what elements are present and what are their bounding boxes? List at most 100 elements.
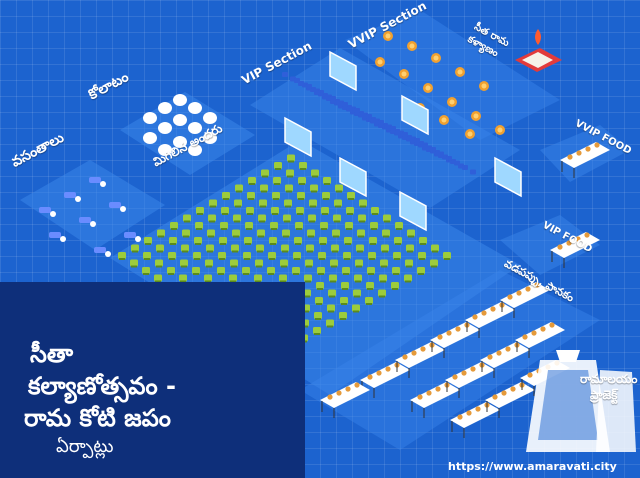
vip-chair-icon — [446, 156, 452, 161]
chair-icon — [144, 237, 152, 245]
vip-chair-icon — [430, 147, 436, 152]
chair-icon — [340, 297, 348, 305]
vvip-chair-icon — [455, 67, 465, 77]
water-sprayer-icon — [64, 192, 81, 202]
chair-icon — [217, 267, 225, 275]
chair-icon — [322, 192, 330, 200]
vip-chair-icon — [390, 126, 396, 131]
chair-icon — [358, 214, 366, 223]
water-sprayer-icon — [124, 232, 141, 242]
vip-food-platform — [500, 215, 600, 275]
dancer-circle-icon — [143, 112, 157, 124]
chair-icon — [261, 169, 269, 178]
dancer-circle-icon — [173, 136, 187, 148]
dancer-circle-icon — [158, 144, 172, 156]
chair-icon — [370, 222, 378, 230]
led-screen-icon — [494, 156, 522, 198]
chair-icon — [244, 237, 252, 245]
chair-icon — [296, 207, 304, 215]
chair-icon — [267, 267, 275, 275]
kolatam-platform — [120, 92, 255, 175]
chair-icon — [356, 244, 364, 253]
chair-icon — [130, 259, 138, 268]
vip-chair-icon — [294, 78, 300, 83]
chair-icon — [317, 267, 325, 275]
chair-icon — [297, 192, 305, 200]
chair-icon — [417, 267, 425, 275]
chair-icon — [196, 207, 204, 215]
chair-icon — [167, 267, 175, 275]
vip-chair-icon — [454, 160, 460, 166]
vip-chair-icon — [402, 132, 408, 137]
chair-icon — [232, 229, 240, 238]
water-sprayer-icon — [79, 217, 96, 227]
chair-icon — [218, 252, 226, 260]
chair-icon — [254, 274, 262, 283]
chair-icon — [334, 199, 342, 208]
chair-icon — [268, 252, 276, 260]
chair-icon — [347, 192, 355, 200]
chair-icon — [204, 274, 212, 283]
chair-icon — [333, 214, 341, 223]
chair-icon — [394, 237, 402, 245]
chair-icon — [407, 229, 415, 238]
chair-icon — [329, 274, 337, 283]
chair-icon — [314, 312, 322, 320]
chair-icon — [319, 237, 327, 245]
chair-icon — [168, 252, 176, 260]
chair-icon — [341, 282, 349, 290]
chair-icon — [154, 274, 162, 283]
chair-icon — [286, 169, 294, 178]
chair-icon — [298, 177, 306, 185]
chair-icon — [313, 327, 321, 335]
chair-icon — [274, 162, 282, 170]
chair-icon — [131, 244, 139, 253]
food-table-icon — [320, 382, 370, 418]
chair-icon — [181, 244, 189, 253]
chair-icon — [220, 222, 228, 230]
chair-icon — [369, 237, 377, 245]
chair-icon — [381, 244, 389, 253]
water-sprayer-icon — [49, 232, 66, 242]
title-line-4: ఏర్పాట్లు — [56, 436, 114, 457]
chair-icon — [281, 244, 289, 253]
food-table-icon — [515, 322, 565, 358]
vvip-chair-icon — [431, 53, 441, 63]
vvip-chair-icon — [447, 97, 457, 107]
chair-icon — [327, 304, 335, 313]
chair-icon — [256, 244, 264, 253]
chair-icon — [304, 274, 312, 283]
chair-icon — [155, 259, 163, 268]
dancer-circle-icon — [143, 132, 157, 144]
chair-icon — [391, 282, 399, 290]
chair-icon — [316, 282, 324, 290]
chair-icon — [382, 229, 390, 238]
chair-icon — [283, 214, 291, 223]
chair-icon — [272, 192, 280, 200]
water-sprayer-icon — [94, 247, 111, 257]
chair-icon — [243, 252, 251, 260]
chair-icon — [295, 222, 303, 230]
chair-icon — [311, 169, 319, 178]
chair-icon — [142, 267, 150, 275]
chair-icon — [219, 237, 227, 245]
chair-icon — [335, 184, 343, 193]
website-url[interactable]: https://www.amaravati.city — [448, 460, 617, 473]
chair-icon — [344, 237, 352, 245]
chair-icon — [308, 214, 316, 223]
title-line-2: కల్యాణోత్సవం - — [28, 372, 176, 400]
vvip-chair-icon — [495, 125, 505, 135]
chair-icon — [294, 237, 302, 245]
chair-icon — [330, 259, 338, 268]
chair-icon — [395, 222, 403, 230]
chair-icon — [156, 244, 164, 253]
chair-icon — [194, 237, 202, 245]
chair-icon — [353, 289, 361, 298]
vip-chair-icon — [414, 138, 420, 143]
led-screen-icon — [399, 190, 427, 232]
vip-chair-icon — [438, 151, 444, 157]
chair-icon — [269, 237, 277, 245]
logo-text-2: ప్రాజెక్ట్ — [590, 388, 618, 402]
